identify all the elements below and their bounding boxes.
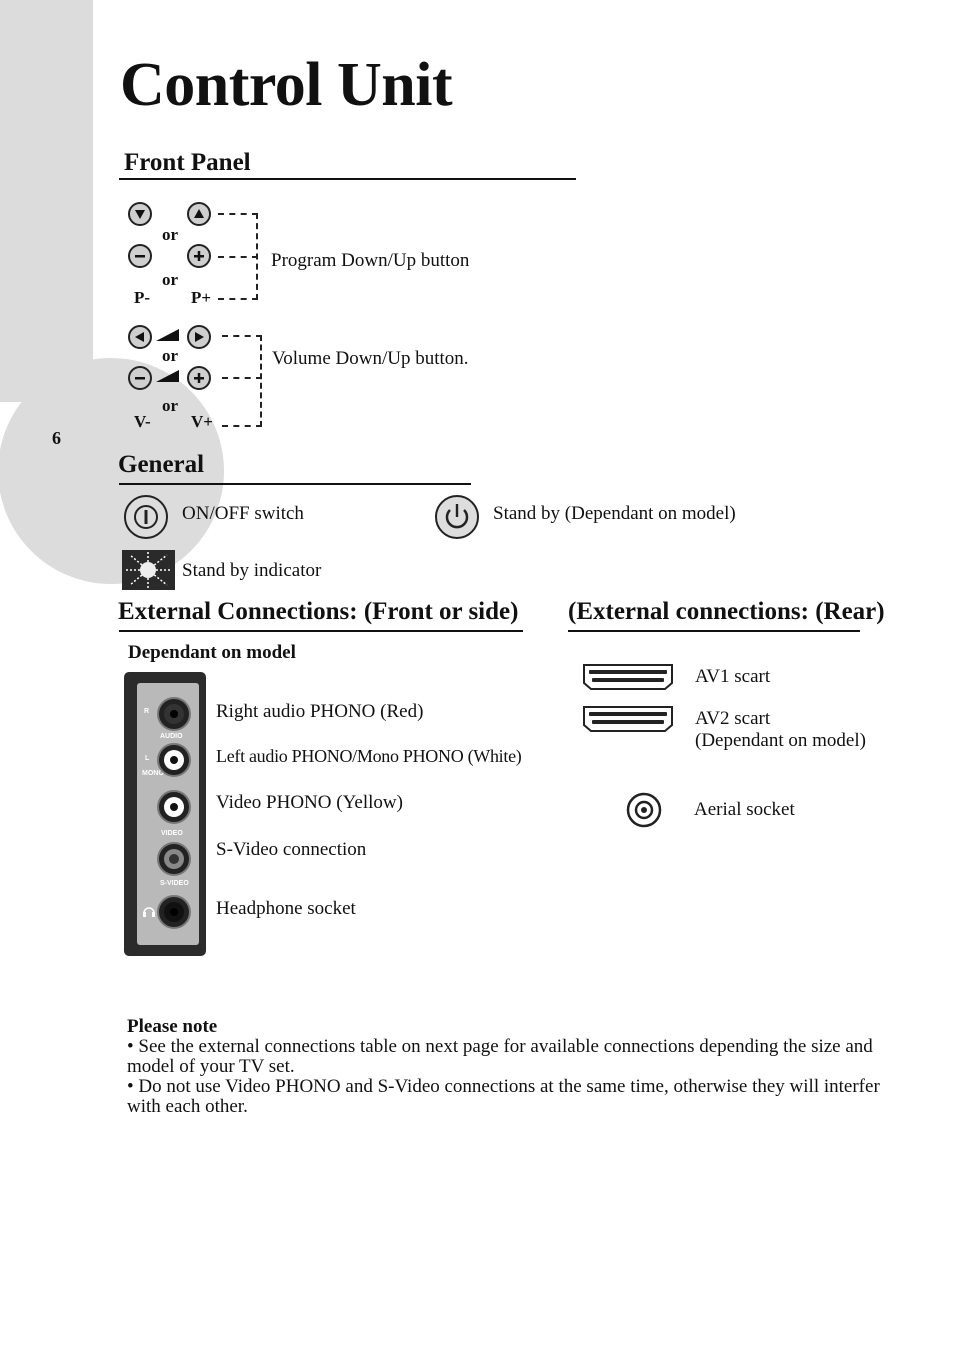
note-bullet: • Do not use Video PHONO and S-Video con… [127, 1077, 887, 1117]
dash-connector [218, 256, 258, 258]
volume-wedge-icon [156, 328, 180, 342]
program-down-arrow-icon [128, 202, 152, 226]
standby-indicator-icon [122, 550, 175, 590]
page-sidebar-band [0, 0, 93, 402]
left-audio-jack-icon [157, 743, 191, 777]
general-rule [119, 483, 471, 485]
svideo-label: S-Video connection [216, 839, 366, 861]
aerial-label: Aerial socket [694, 799, 795, 821]
general-heading: General [118, 451, 204, 479]
front-panel-heading: Front Panel [124, 149, 251, 177]
av1-scart-icon [581, 663, 675, 691]
dash-connector [222, 377, 262, 379]
program-description: Program Down/Up button [271, 250, 469, 272]
dash-connector [218, 213, 258, 215]
panel-label-r: R [144, 708, 149, 715]
or-label: or [162, 346, 178, 366]
volume-wedge-icon [156, 369, 180, 383]
external-rear-rule [568, 630, 860, 632]
note-bullet: • See the external connections table on … [127, 1037, 887, 1077]
page-title: Control Unit [120, 50, 452, 121]
dash-connector [256, 213, 258, 300]
or-label: or [162, 396, 178, 416]
dependant-subheading: Dependant on model [128, 642, 296, 664]
on-off-label: ON/OFF switch [182, 503, 304, 525]
volume-left-arrow-icon [128, 325, 152, 349]
volume-description: Volume Down/Up button. [272, 348, 469, 370]
volume-plus-icon [187, 366, 211, 390]
panel-label-audio: AUDIO [160, 733, 183, 740]
volume-plus-label: V+ [191, 412, 213, 432]
headphone-jack-icon [157, 895, 191, 929]
external-front-rule [119, 630, 523, 632]
right-audio-label: Right audio PHONO (Red) [216, 701, 423, 723]
headphone-icon [142, 904, 156, 918]
av2-scart-icon [581, 705, 675, 733]
standby-indicator-label: Stand by indicator [182, 560, 321, 582]
program-plus-icon [187, 244, 211, 268]
headphone-label: Headphone socket [216, 898, 356, 920]
external-rear-heading: (External connections: (Rear) [568, 598, 885, 626]
or-label: or [162, 270, 178, 290]
page-number: 6 [52, 428, 61, 449]
left-audio-label: Left audio PHONO/Mono PHONO (White) [216, 746, 521, 767]
or-label: or [162, 225, 178, 245]
on-off-switch-icon [123, 494, 169, 540]
av2-label: AV2 scart [695, 708, 770, 730]
panel-label-l: L [145, 755, 149, 762]
panel-label-svideo: S-VIDEO [160, 880, 189, 887]
dash-connector [222, 335, 262, 337]
program-up-arrow-icon [187, 202, 211, 226]
panel-label-video: VIDEO [161, 830, 183, 837]
please-note: Please note • See the external connectio… [127, 1017, 887, 1117]
volume-minus-icon [128, 366, 152, 390]
aerial-socket-icon [626, 792, 662, 828]
volume-minus-label: V- [134, 412, 151, 432]
svideo-jack-icon [157, 842, 191, 876]
program-minus-icon [128, 244, 152, 268]
note-heading: Please note [127, 1017, 887, 1037]
standby-label: Stand by (Dependant on model) [493, 503, 736, 525]
front-panel-rule [119, 178, 576, 180]
av2-note: (Dependant on model) [695, 730, 866, 752]
volume-right-arrow-icon [187, 325, 211, 349]
video-jack-icon [157, 790, 191, 824]
video-phono-label: Video PHONO (Yellow) [216, 792, 403, 814]
av1-label: AV1 scart [695, 666, 770, 688]
dash-connector [260, 335, 262, 427]
right-audio-jack-icon [157, 697, 191, 731]
standby-power-icon [434, 494, 480, 540]
program-plus-label: P+ [191, 288, 211, 308]
dash-connector [222, 425, 262, 427]
external-front-heading: External Connections: (Front or side) [118, 598, 518, 626]
dash-connector [218, 298, 258, 300]
program-minus-label: P- [134, 288, 150, 308]
